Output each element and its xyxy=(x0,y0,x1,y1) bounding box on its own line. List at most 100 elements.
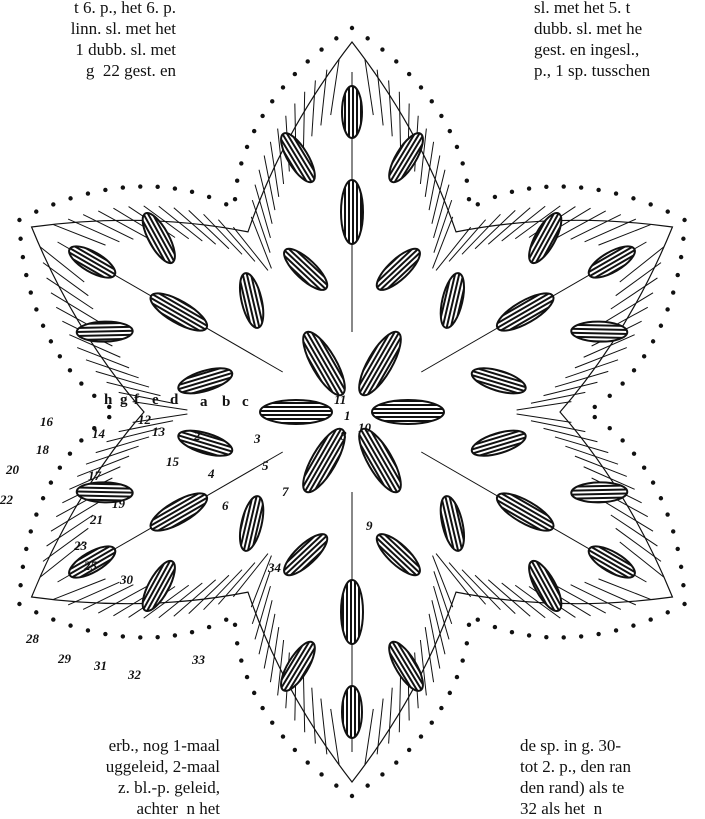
border-dot xyxy=(493,195,497,199)
picot-spoke xyxy=(77,456,129,476)
border-dot xyxy=(334,783,338,787)
picot-spoke xyxy=(83,585,133,610)
picot-spoke xyxy=(565,446,618,464)
picot-spoke xyxy=(331,60,339,116)
border-dot xyxy=(642,354,646,358)
border-dot xyxy=(631,623,635,627)
border-dot xyxy=(239,161,243,165)
picot-spoke xyxy=(399,676,400,732)
leaf-motif xyxy=(260,400,332,424)
border-dot xyxy=(679,565,683,569)
border-dot xyxy=(207,195,211,199)
border-dot xyxy=(121,634,125,638)
leaf-motif xyxy=(383,129,429,187)
border-dot xyxy=(455,145,459,149)
border-dot xyxy=(631,196,635,200)
border-dot xyxy=(407,748,411,752)
number-label: 31 xyxy=(93,658,107,673)
border-dot xyxy=(41,496,45,500)
border-dot xyxy=(632,451,636,455)
border-dot xyxy=(476,202,480,206)
picot-spoke xyxy=(598,579,650,600)
picot-spoke xyxy=(585,219,636,242)
picot-spoke xyxy=(312,688,316,744)
border-dot xyxy=(34,307,38,311)
border-dot xyxy=(79,381,83,385)
border-dot xyxy=(544,635,548,639)
picot-spoke xyxy=(399,92,400,148)
border-dot xyxy=(51,202,55,206)
picot-spoke xyxy=(270,627,278,682)
leaf-motif xyxy=(371,243,426,296)
border-dot xyxy=(235,641,239,645)
leaf-motif xyxy=(469,426,528,461)
border-dot xyxy=(642,466,646,470)
border-dot xyxy=(173,186,177,190)
border-dot xyxy=(138,184,142,188)
border-dot xyxy=(190,190,194,194)
letter-label: b xyxy=(222,394,230,410)
picot-spoke xyxy=(475,575,515,613)
number-label: 5 xyxy=(262,458,269,473)
picot-spoke xyxy=(68,582,119,605)
picot-spoke xyxy=(189,575,229,613)
border-dot xyxy=(173,633,177,637)
leaf-motif xyxy=(236,494,268,553)
picot-spoke xyxy=(436,227,471,270)
picot-spoke xyxy=(312,80,316,136)
leaf-motif xyxy=(236,271,268,330)
border-dot xyxy=(681,237,685,241)
border-dot xyxy=(235,178,239,182)
leaf-motif xyxy=(584,240,639,283)
border-dot xyxy=(245,675,249,679)
picot-spoke xyxy=(544,382,598,395)
number-label: 12 xyxy=(138,412,152,427)
picot-spoke xyxy=(233,554,268,597)
picot-spoke xyxy=(233,227,268,270)
border-dot xyxy=(671,290,675,294)
picot-spoke xyxy=(531,421,585,432)
leaf-motif xyxy=(65,240,120,283)
number-label: 17 xyxy=(88,468,102,483)
border-dot xyxy=(681,583,685,587)
picot-spoke xyxy=(303,676,304,732)
border-dot xyxy=(448,129,452,133)
number-label: 23 xyxy=(73,538,88,553)
border-dot xyxy=(281,85,285,89)
border-dot xyxy=(319,47,323,51)
border-dot xyxy=(682,218,686,222)
border-dot xyxy=(17,602,21,606)
picot-spoke xyxy=(575,348,627,368)
picot-spoke xyxy=(565,360,618,378)
picot-spoke xyxy=(331,709,339,765)
border-dot xyxy=(648,202,652,206)
border-dot xyxy=(460,658,464,662)
border-dot xyxy=(49,480,53,484)
border-dot xyxy=(394,59,398,63)
border-dot xyxy=(666,209,670,213)
number-label: 20 xyxy=(5,462,20,477)
leaf-motif xyxy=(176,426,235,461)
border-dot xyxy=(476,617,480,621)
leaf-motif xyxy=(352,326,409,400)
border-dot xyxy=(659,324,663,328)
border-dot xyxy=(68,623,72,627)
border-dot xyxy=(593,415,597,419)
picot-spoke xyxy=(544,428,598,441)
leaf-motif xyxy=(296,326,353,400)
number-label: 4 xyxy=(207,466,215,481)
border-dot xyxy=(18,583,22,587)
number-label: 10 xyxy=(358,420,372,435)
border-dot xyxy=(21,565,25,569)
number-label: 8 xyxy=(340,428,347,443)
picot-spoke xyxy=(389,688,393,744)
border-dot xyxy=(155,185,159,189)
border-dot xyxy=(465,178,469,182)
picot-spoke xyxy=(365,709,373,765)
border-dot xyxy=(41,324,45,328)
border-dot xyxy=(439,114,443,118)
picot-spoke xyxy=(77,348,129,368)
leaf-motif xyxy=(342,86,362,138)
picot-spoke xyxy=(365,60,373,116)
